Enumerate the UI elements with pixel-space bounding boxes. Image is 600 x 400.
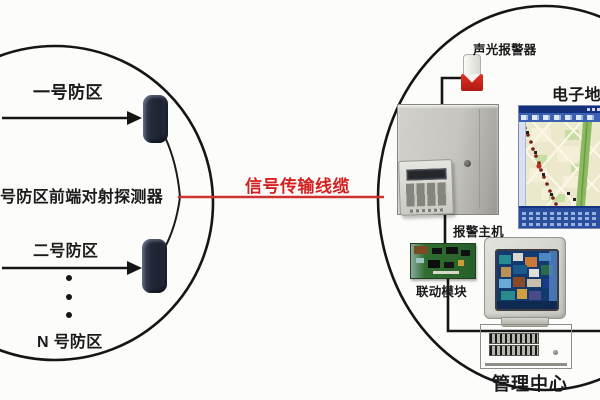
- map-titlebar: [519, 106, 600, 113]
- zoneN-label: N 号防区: [37, 334, 103, 351]
- siren-label: 声光报警器: [473, 43, 537, 57]
- monitor-stand: [501, 317, 549, 327]
- front-detectors-label: 号防区前端对射探测器: [0, 189, 164, 206]
- siren-connector-line: [440, 76, 461, 105]
- zone2-arrowhead-icon: [127, 261, 142, 275]
- case-base: [485, 363, 567, 366]
- zone-ellipsis-dots: [66, 275, 72, 318]
- electronic-map-window: [518, 105, 600, 229]
- drive-bay-row: [489, 333, 539, 344]
- detector1-cable-line: [164, 136, 181, 198]
- map-tool-sidebar: [519, 122, 526, 206]
- signal-cable-label: 信号传输线缆: [245, 177, 350, 196]
- zone1-label: 一号防区: [33, 83, 103, 102]
- alarm-keypad-device: [398, 159, 454, 216]
- map-label: 电子地图: [552, 87, 600, 104]
- keypad-button-grid: [405, 182, 448, 207]
- zone2-label: 二号防区: [33, 243, 99, 260]
- left-zone-ellipse: [0, 44, 215, 362]
- linkage-module-board-device: [410, 243, 476, 279]
- management-center-label: 管理中心: [492, 374, 568, 394]
- power-button-icon: [553, 350, 558, 355]
- zone1-arrowhead-icon: [127, 111, 142, 125]
- cabinet-lock-icon: [464, 160, 471, 167]
- keypad-lcd-display: [406, 168, 447, 181]
- alarm-host-label: 报警主机: [453, 225, 504, 239]
- keypad-vents: [409, 208, 444, 213]
- drive-bay-row: [489, 345, 539, 356]
- computer-case-device: [480, 324, 572, 369]
- cabinet-door-seam: [479, 109, 480, 209]
- zone1-detector-device: [143, 95, 168, 143]
- map-canvas: [519, 117, 600, 207]
- siren-top-part: [463, 54, 481, 74]
- linkage-module-label: 联动模块: [416, 285, 467, 299]
- map-statusbar: [519, 206, 600, 228]
- module-center-connector-line: [446, 276, 600, 333]
- map-toolbar: [519, 113, 600, 122]
- monitor-screen: [495, 249, 559, 311]
- siren-device: [461, 54, 483, 91]
- siren-red-horn-icon: [461, 74, 483, 91]
- monitor-device: [484, 237, 566, 319]
- zone2-detector-device: [142, 239, 167, 293]
